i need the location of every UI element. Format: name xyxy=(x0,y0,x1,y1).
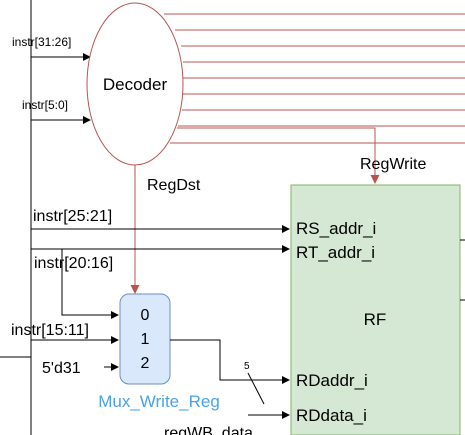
register-file-block xyxy=(290,184,461,435)
decoder-ellipse xyxy=(86,2,184,166)
mux-write-reg-block xyxy=(119,293,171,385)
rf-rddata-port-label: RDdata_i xyxy=(296,406,367,425)
regwrite-wire xyxy=(177,127,380,184)
rt-field-label: instr[20:16] xyxy=(34,255,113,272)
mux-name-label: Mux_Write_Reg xyxy=(98,392,220,411)
regdst-label: RegDst xyxy=(147,177,201,194)
rf-label: RF xyxy=(364,310,387,329)
rs-field-label: instr[25:21] xyxy=(33,208,112,225)
const-31-label: 5'd31 xyxy=(42,360,81,377)
writeback-label: regWB_data xyxy=(164,425,253,435)
rd-field-label: instr[15:11] xyxy=(11,322,89,339)
mux-to-rdaddr-wire xyxy=(170,339,290,384)
bus-width-slash xyxy=(247,372,265,405)
rf-rt-addr-port-label: RT_addr_i xyxy=(296,243,375,262)
rt-to-mux-wire xyxy=(61,249,119,319)
opcode-input-label: instr[31:26] xyxy=(12,35,71,49)
bus-width-label: 5 xyxy=(244,361,250,372)
decoder-label: Decoder xyxy=(103,75,168,94)
mux-port-2-label: 2 xyxy=(141,355,150,372)
decoder-control-lines xyxy=(164,13,465,144)
mux-port-1-label: 1 xyxy=(141,331,150,348)
mux-port-0-label: 0 xyxy=(141,307,150,324)
regwrite-label: RegWrite xyxy=(360,156,426,173)
rf-rdaddr-port-label: RDaddr_i xyxy=(296,371,368,390)
funct-input-label: instr[5:0] xyxy=(22,98,68,112)
rf-rs-addr-port-label: RS_addr_i xyxy=(296,219,376,238)
